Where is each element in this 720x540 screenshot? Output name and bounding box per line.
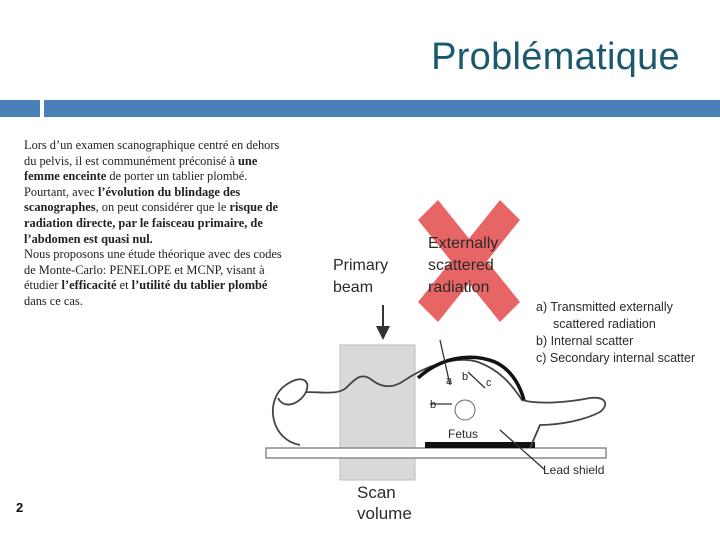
- scan-volume-label-1: Scan: [357, 483, 396, 502]
- label-b-low: b: [430, 399, 436, 411]
- page-number: 2: [16, 500, 24, 515]
- lead-shield-label: Lead shield: [543, 463, 604, 477]
- fetus-label: Fetus: [448, 427, 478, 441]
- scatter-arrow-a: [439, 339, 451, 386]
- external-label-3: radiation: [428, 279, 489, 296]
- paragraph-1: Lors d’un examen scanographique centré e…: [24, 138, 280, 184]
- paragraph-2: Pourtant, avec l’évolution du blindage d…: [24, 184, 278, 246]
- external-label-1: Externally: [428, 235, 498, 252]
- patient-outline: [272, 358, 607, 449]
- label-a: a: [446, 375, 453, 387]
- slide-title: Problématique: [431, 36, 680, 78]
- primary-beam-label-1: Primary: [333, 257, 388, 274]
- primary-beam-label-2: beam: [333, 279, 373, 296]
- label-c: c: [486, 377, 492, 389]
- header-bar-right: [44, 100, 720, 117]
- primary-beam-arrowhead: [376, 326, 390, 340]
- legend-c: c) Secondary internal scatter: [536, 351, 695, 365]
- patient-table: [265, 447, 607, 459]
- external-label-2: scattered: [428, 257, 494, 274]
- legend-a-line-2: scattered radiation: [553, 317, 656, 331]
- body-text: Lors d’un examen scanographique centré e…: [24, 138, 282, 310]
- header-bar-left: [0, 100, 40, 117]
- legend-a-line-1: a) Transmitted externally: [536, 300, 674, 314]
- abdomen-arc: [416, 355, 526, 401]
- scan-volume-label-2: volume: [357, 504, 412, 523]
- lead-shield: [425, 442, 535, 448]
- fetus-circle: [454, 399, 476, 421]
- lead-shield-pointer: [499, 429, 546, 471]
- paragraph-3: Nous proposons une étude théorique avec …: [24, 247, 282, 308]
- label-b-top: b: [462, 371, 468, 383]
- red-cross: [418, 200, 520, 322]
- scatter-arrow-c: [467, 371, 486, 389]
- legend-b: b) Internal scatter: [536, 334, 633, 348]
- scan-volume-box: [339, 344, 416, 481]
